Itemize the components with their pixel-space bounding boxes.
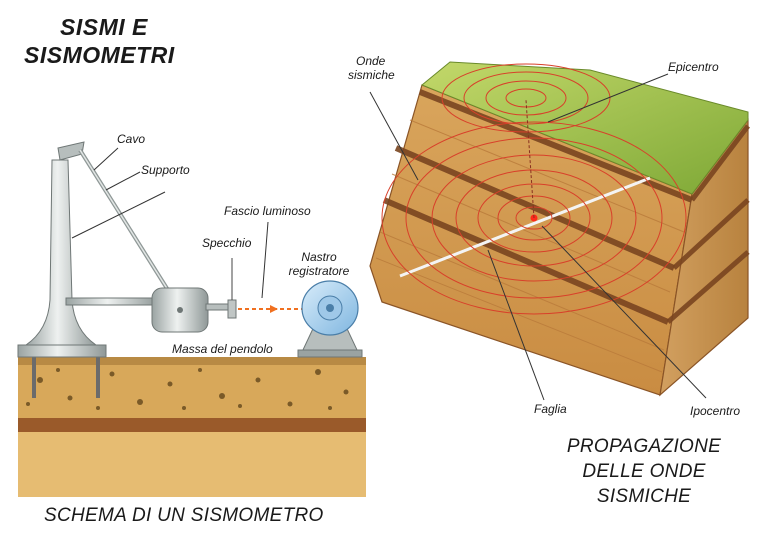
pendulum-mass bbox=[151, 287, 231, 333]
propagation-caption-1: PROPAGAZIONE bbox=[566, 436, 722, 457]
seismic-waves bbox=[381, 63, 687, 315]
leader-lines-left bbox=[71, 147, 269, 299]
label-ipocentro: Ipocentro bbox=[690, 404, 741, 418]
seismometer-support bbox=[17, 141, 180, 358]
label-cavo: Cavo bbox=[117, 132, 146, 146]
propagation-caption-2: DELLE ONDE bbox=[582, 461, 706, 482]
ground-section bbox=[18, 350, 366, 497]
label-supporto: Supporto bbox=[141, 163, 190, 177]
label-specchio: Specchio bbox=[202, 236, 252, 250]
label-epicentro: Epicentro bbox=[668, 60, 719, 74]
label-onde: Onde bbox=[356, 54, 386, 68]
mirror bbox=[227, 258, 237, 319]
label-massa-pendolo: Massa del pendolo bbox=[172, 342, 273, 356]
title-line-2: SISMOMETRI bbox=[24, 42, 175, 68]
seismometer-caption: SCHEMA DI UN SISMOMETRO bbox=[44, 505, 324, 526]
label-faglia: Faglia bbox=[534, 402, 567, 416]
light-beam bbox=[238, 305, 304, 313]
recording-drum bbox=[297, 280, 363, 358]
label-fascio-luminoso: Fascio luminoso bbox=[224, 204, 311, 218]
earth-block bbox=[369, 61, 750, 397]
label-nastro: Nastro bbox=[301, 250, 337, 264]
propagation-caption-3: SISMICHE bbox=[596, 486, 692, 507]
leader-lines-right bbox=[369, 73, 707, 401]
label-sismiche: sismiche bbox=[348, 68, 395, 82]
label-registratore: registratore bbox=[288, 264, 350, 278]
fault-line bbox=[399, 176, 651, 278]
title-line-1: SISMI E bbox=[60, 14, 148, 40]
